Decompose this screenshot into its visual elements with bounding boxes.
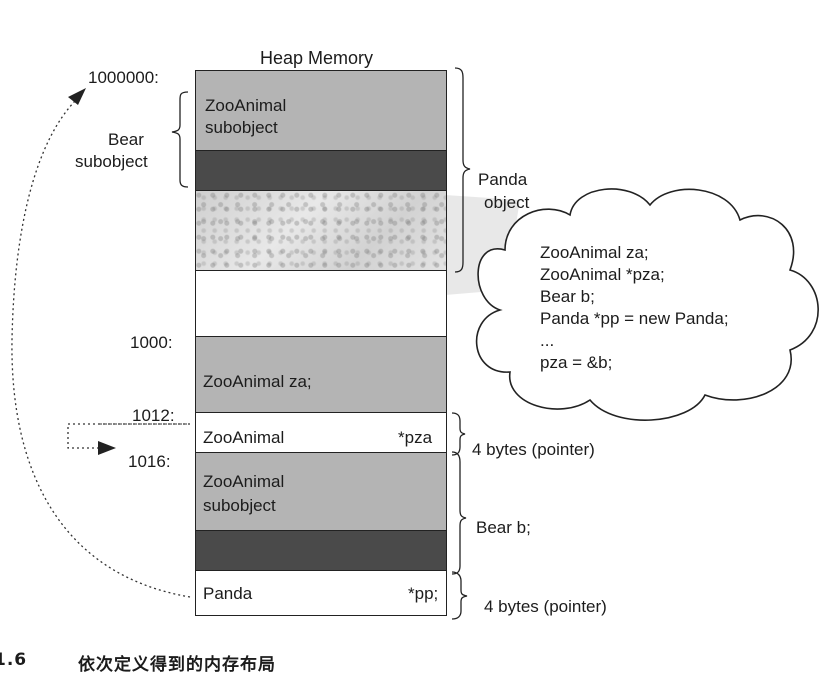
- bear-subobject-label-2: subobject: [75, 152, 148, 171]
- zooanimal-subobject-block: [195, 70, 447, 152]
- code-line: ZooAnimal *pza;: [540, 265, 665, 284]
- bear-subobject-label-1: Bear: [108, 130, 144, 149]
- code-line: ZooAnimal za;: [540, 243, 649, 262]
- code-cloud: ZooAnimal za; ZooAnimal *pza; Bear b; Pa…: [540, 242, 729, 374]
- bear-extra-block: [195, 150, 447, 192]
- bear-subobject-brace: [171, 91, 189, 188]
- code-line: pza = &b;: [540, 353, 613, 372]
- top-zooanimal-label-1: ZooAnimal: [205, 96, 287, 115]
- address-1012: 1012:: [132, 406, 175, 425]
- code-cloud-shape: [475, 188, 819, 421]
- panda-object-brace: [454, 67, 471, 273]
- pp-brace: [451, 571, 468, 620]
- pza-to-b-arrow: [67, 423, 190, 449]
- panda-object-label-1: Panda: [478, 170, 528, 189]
- b-zooanimal-label-1: ZooAnimal: [203, 472, 285, 491]
- za-label: ZooAnimal za;: [203, 372, 312, 391]
- pp-arrowhead: [68, 88, 86, 105]
- pza-size-label: 4 bytes (pointer): [472, 440, 595, 459]
- address-1000: 1000:: [130, 333, 173, 352]
- bear-b-brace: [451, 451, 467, 575]
- bear-b-extra-block: [195, 530, 447, 572]
- code-line: Bear b;: [540, 287, 595, 306]
- memory-gap-block: [195, 270, 447, 338]
- code-line: Panda *pp = new Panda;: [540, 309, 729, 328]
- code-line: ...: [540, 331, 555, 350]
- panda-extra-block: [195, 190, 447, 272]
- pza-block: [195, 412, 447, 454]
- pza-type-label: ZooAnimal: [203, 428, 285, 447]
- address-1000000: 1000000:: [88, 68, 159, 87]
- b-zooanimal-label-2: subobject: [203, 496, 276, 515]
- figure-caption: 依次定义得到的内存布局: [78, 655, 276, 675]
- bear-b-zooanimal-block: [195, 452, 447, 532]
- pza-arrowhead: [98, 441, 116, 455]
- pza-name-label: *pza: [398, 428, 433, 447]
- pza-brace: [451, 412, 466, 456]
- heap-memory-title: Heap Memory: [260, 48, 374, 68]
- pp-to-panda-arrow: [11, 97, 191, 598]
- pp-size-label: 4 bytes (pointer): [484, 597, 607, 616]
- pp-name-label: *pp;: [408, 584, 439, 603]
- pp-type-label: Panda: [203, 584, 253, 603]
- figure-number: 1.6: [0, 650, 28, 670]
- address-1016: 1016:: [128, 452, 171, 471]
- panda-object-label-2: object: [484, 193, 530, 212]
- pp-block: [195, 570, 447, 616]
- top-zooanimal-label-2: subobject: [205, 118, 278, 137]
- bear-b-label: Bear b;: [476, 518, 531, 537]
